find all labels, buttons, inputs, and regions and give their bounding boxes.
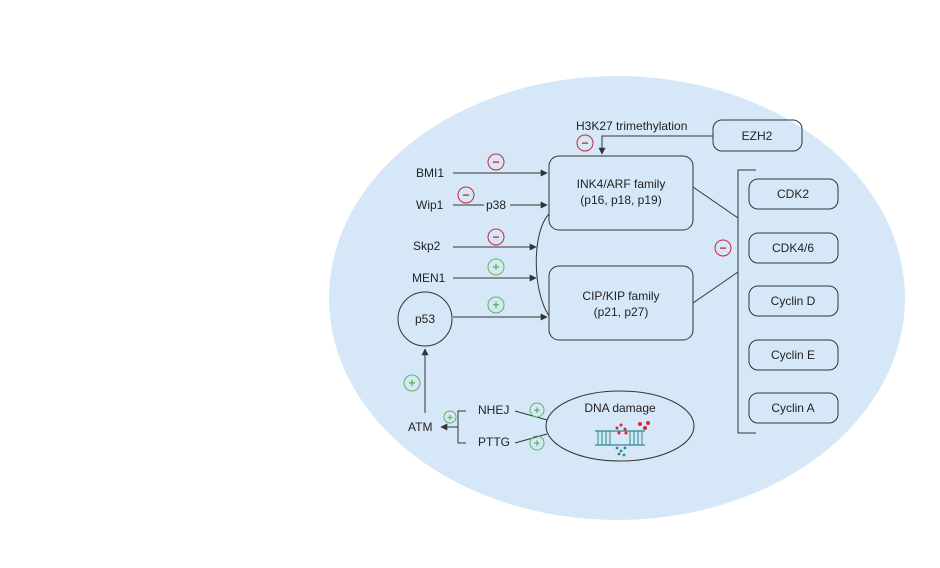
dna-damage-node (545, 390, 695, 462)
target-cdk46-label: CDK4/6 (772, 241, 814, 255)
target-cdk2: CDK2 (748, 178, 839, 210)
box-connector-curve (535, 213, 550, 317)
target-cyclin-a: Cyclin A (748, 392, 839, 424)
minus-sign-targets: − (714, 239, 732, 257)
svg-text:−: − (492, 155, 499, 169)
men1-label: MEN1 (412, 271, 446, 285)
background-ellipse (329, 76, 905, 520)
svg-text:+: + (534, 405, 540, 417)
target-cyclin-e: Cyclin E (748, 339, 839, 371)
svg-text:+: + (408, 376, 415, 390)
svg-text:+: + (492, 298, 499, 312)
ezh2-label: EZH2 (742, 129, 773, 143)
dna-to-nhej-line (514, 410, 548, 421)
svg-text:−: − (462, 188, 469, 202)
wip1-label: Wip1 (416, 198, 444, 212)
dna-icon (595, 421, 650, 457)
target-cyclin-d-label: Cyclin D (771, 294, 816, 308)
plus-sign-men1: + (487, 258, 505, 276)
cip-kip-label: CIP/KIP family (582, 289, 659, 303)
svg-text:−: − (492, 230, 499, 244)
target-cdk46: CDK4/6 (748, 232, 839, 264)
plus-sign-nhej: + (529, 402, 545, 418)
ink4-arf-box (548, 155, 694, 231)
p53-label: p53 (415, 312, 435, 326)
p38-label: p38 (486, 198, 506, 212)
bmi1-label: BMI1 (416, 166, 444, 180)
target-cdk2-label: CDK2 (777, 187, 809, 201)
svg-text:−: − (719, 241, 726, 255)
atm-label: ATM (408, 420, 432, 434)
plus-sign-bracket-atm: + (443, 410, 457, 424)
pttg-label: PTTG (478, 435, 510, 449)
target-cyclin-e-label: Cyclin E (771, 348, 815, 362)
svg-text:−: − (581, 136, 588, 150)
ezh2-to-ink4-arrow (598, 135, 713, 155)
svg-text:+: + (447, 413, 453, 424)
cip-kip-members: (p21, p27) (594, 305, 649, 319)
minus-sign-h3k27: − (576, 134, 594, 152)
plus-sign-p53: + (487, 296, 505, 314)
dna-damage-label: DNA damage (584, 401, 656, 415)
ink4-to-targets-line (692, 186, 739, 219)
targets-bracket (737, 169, 756, 434)
minus-sign-wip1: − (457, 186, 475, 204)
h3k27-label: H3K27 trimethylation (576, 119, 687, 133)
ink4-arf-label: INK4/ARF family (577, 177, 666, 191)
ink4-arf-members: (p16, p18, p19) (580, 193, 661, 207)
p53-node (397, 291, 453, 347)
skp2-label: Skp2 (413, 239, 441, 253)
minus-sign-bmi1: − (487, 153, 505, 171)
target-cyclin-a-label: Cyclin A (771, 401, 814, 415)
cip-to-targets-line (692, 271, 739, 304)
nhej-label: NHEJ (478, 403, 509, 417)
target-cyclin-d: Cyclin D (748, 285, 839, 317)
svg-text:+: + (534, 438, 540, 450)
plus-sign-pttg: + (529, 435, 545, 451)
plus-sign-atm-p53: + (403, 374, 421, 392)
svg-text:+: + (492, 260, 499, 274)
minus-sign-skp2: − (487, 228, 505, 246)
